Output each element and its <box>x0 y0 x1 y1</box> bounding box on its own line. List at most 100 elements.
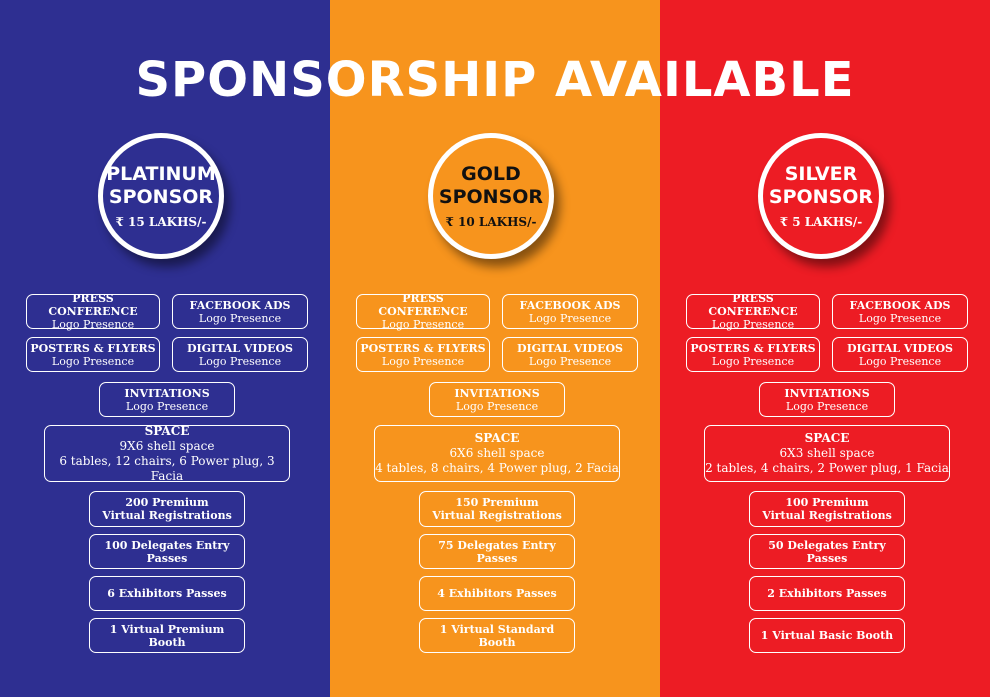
posters-flyers-box: POSTERS & FLYERS Logo Presence <box>26 337 160 372</box>
facebook-ads-sub: Logo Presence <box>528 311 612 325</box>
tier-name-line1: PLATINUM <box>106 163 216 185</box>
invitations-box: INVITATIONS Logo Presence <box>429 382 565 417</box>
posters-flyers-box: POSTERS & FLYERS Logo Presence <box>686 337 820 372</box>
space-box: SPACE 6X6 shell space 4 tables, 8 chairs… <box>374 425 620 482</box>
virtual-booth-box: 1 Virtual Standard Booth <box>419 618 575 653</box>
press-conference-title: PRESS CONFERENCE <box>48 292 138 318</box>
space-size: 9X6 shell space <box>119 438 215 453</box>
tier-name-line1: SILVER <box>784 163 858 185</box>
tier-name-line2: SPONSOR <box>768 186 874 208</box>
digital-videos-sub: Logo Presence <box>858 354 942 368</box>
invitations-sub: Logo Presence <box>125 399 209 413</box>
virtual-registrations-line1: 150 Premium <box>455 496 539 509</box>
facebook-ads-title: FACEBOOK ADS <box>519 298 621 312</box>
digital-videos-box: DIGITAL VIDEOS Logo Presence <box>502 337 638 372</box>
press-conference-sub: Logo Presence <box>51 318 135 331</box>
virtual-registrations-line2: Virtual Registrations <box>432 509 562 522</box>
facebook-ads-box: FACEBOOK ADS Logo Presence <box>832 294 968 329</box>
space-size: 6X3 shell space <box>779 446 875 460</box>
press-conference-box: PRESS CONFERENCE Logo Presence <box>686 292 820 331</box>
exhibitors-passes-text: 2 Exhibitors Passes <box>767 587 887 600</box>
posters-flyers-sub: Logo Presence <box>711 354 795 368</box>
delegates-passes-text: 100 Delegates Entry Passes <box>104 538 230 565</box>
virtual-registrations-line2: Virtual Registrations <box>102 509 232 522</box>
space-details: 6 tables, 12 chairs, 6 Power plug, 3 Fac… <box>59 453 275 483</box>
digital-videos-box: DIGITAL VIDEOS Logo Presence <box>832 337 968 372</box>
space-box: SPACE 6X3 shell space 2 tables, 4 chairs… <box>704 425 950 482</box>
exhibitors-passes-box: 2 Exhibitors Passes <box>749 576 905 611</box>
posters-flyers-sub: Logo Presence <box>51 354 135 368</box>
tier-badge: SILVER SPONSOR ₹ 5 LAKHS/- <box>758 133 884 259</box>
space-size: 6X6 shell space <box>449 446 545 460</box>
posters-flyers-sub: Logo Presence <box>381 354 465 368</box>
space-title: SPACE <box>474 431 520 445</box>
digital-videos-title: DIGITAL VIDEOS <box>516 341 624 355</box>
invitations-box: INVITATIONS Logo Presence <box>759 382 895 417</box>
page-title: SPONSORSHIP AVAILABLE <box>135 52 855 108</box>
exhibitors-passes-box: 6 Exhibitors Passes <box>89 576 245 611</box>
digital-videos-title: DIGITAL VIDEOS <box>846 341 954 355</box>
digital-videos-sub: Logo Presence <box>528 354 612 368</box>
facebook-ads-title: FACEBOOK ADS <box>189 298 291 312</box>
virtual-booth-text: 1 Virtual Premium Booth <box>109 622 225 649</box>
digital-videos-box: DIGITAL VIDEOS Logo Presence <box>172 337 308 372</box>
digital-videos-title: DIGITAL VIDEOS <box>186 341 294 355</box>
virtual-registrations-line1: 200 Premium <box>125 496 209 509</box>
press-conference-box: PRESS CONFERENCE Logo Presence <box>356 292 490 331</box>
virtual-booth-box: 1 Virtual Basic Booth <box>749 618 905 653</box>
virtual-booth-text: 1 Virtual Basic Booth <box>760 629 894 642</box>
exhibitors-passes-box: 4 Exhibitors Passes <box>419 576 575 611</box>
tier-price: ₹ 10 LAKHS/- <box>445 215 537 229</box>
facebook-ads-box: FACEBOOK ADS Logo Presence <box>502 294 638 329</box>
virtual-registrations-box: 150 Premium Virtual Registrations <box>419 491 575 527</box>
press-conference-title: PRESS CONFERENCE <box>378 292 468 318</box>
tier-price: ₹ 15 LAKHS/- <box>115 215 207 229</box>
posters-flyers-title: POSTERS & FLYERS <box>690 341 816 355</box>
tier-badge: GOLD SPONSOR ₹ 10 LAKHS/- <box>428 133 554 259</box>
delegates-passes-box: 75 Delegates Entry Passes <box>419 534 575 569</box>
virtual-registrations-box: 100 Premium Virtual Registrations <box>749 491 905 527</box>
virtual-registrations-line1: 100 Premium <box>785 496 869 509</box>
invitations-box: INVITATIONS Logo Presence <box>99 382 235 417</box>
press-conference-box: PRESS CONFERENCE Logo Presence <box>26 292 160 331</box>
delegates-passes-text: 50 Delegates Entry Passes <box>768 538 886 565</box>
press-conference-sub: Logo Presence <box>711 318 795 331</box>
space-box: SPACE 9X6 shell space 6 tables, 12 chair… <box>44 423 290 483</box>
tier-name-line1: GOLD <box>461 163 521 185</box>
space-details: 2 tables, 4 chairs, 2 Power plug, 1 Faci… <box>705 461 949 475</box>
invitations-sub: Logo Presence <box>455 399 539 413</box>
tier-badge: PLATINUM SPONSOR ₹ 15 LAKHS/- <box>98 133 224 259</box>
tier-name-line2: SPONSOR <box>438 186 544 208</box>
invitations-sub: Logo Presence <box>785 399 869 413</box>
tier-name-line2: SPONSOR <box>108 186 214 208</box>
facebook-ads-box: FACEBOOK ADS Logo Presence <box>172 294 308 329</box>
press-conference-sub: Logo Presence <box>381 318 465 331</box>
digital-videos-sub: Logo Presence <box>198 354 282 368</box>
facebook-ads-sub: Logo Presence <box>198 311 282 325</box>
space-details: 4 tables, 8 chairs, 4 Power plug, 2 Faci… <box>375 461 619 475</box>
invitations-title: INVITATIONS <box>454 386 540 400</box>
facebook-ads-title: FACEBOOK ADS <box>849 298 951 312</box>
facebook-ads-sub: Logo Presence <box>858 311 942 325</box>
virtual-booth-text: 1 Virtual Standard Booth <box>439 622 555 649</box>
posters-flyers-box: POSTERS & FLYERS Logo Presence <box>356 337 490 372</box>
silver-column: SILVER SPONSOR ₹ 5 LAKHS/- PRESS CONFERE… <box>660 0 990 697</box>
platinum-column: PLATINUM SPONSOR ₹ 15 LAKHS/- PRESS CONF… <box>0 0 330 697</box>
tier-price: ₹ 5 LAKHS/- <box>779 215 863 229</box>
virtual-registrations-box: 200 Premium Virtual Registrations <box>89 491 245 527</box>
invitations-title: INVITATIONS <box>784 386 870 400</box>
delegates-passes-text: 75 Delegates Entry Passes <box>438 538 556 565</box>
delegates-passes-box: 50 Delegates Entry Passes <box>749 534 905 569</box>
virtual-registrations-line2: Virtual Registrations <box>762 509 892 522</box>
invitations-title: INVITATIONS <box>124 386 210 400</box>
exhibitors-passes-text: 4 Exhibitors Passes <box>437 587 557 600</box>
press-conference-title: PRESS CONFERENCE <box>708 292 798 318</box>
space-title: SPACE <box>144 423 190 438</box>
posters-flyers-title: POSTERS & FLYERS <box>30 341 156 355</box>
delegates-passes-box: 100 Delegates Entry Passes <box>89 534 245 569</box>
exhibitors-passes-text: 6 Exhibitors Passes <box>107 587 227 600</box>
virtual-booth-box: 1 Virtual Premium Booth <box>89 618 245 653</box>
posters-flyers-title: POSTERS & FLYERS <box>360 341 486 355</box>
gold-column: GOLD SPONSOR ₹ 10 LAKHS/- PRESS CONFEREN… <box>330 0 660 697</box>
